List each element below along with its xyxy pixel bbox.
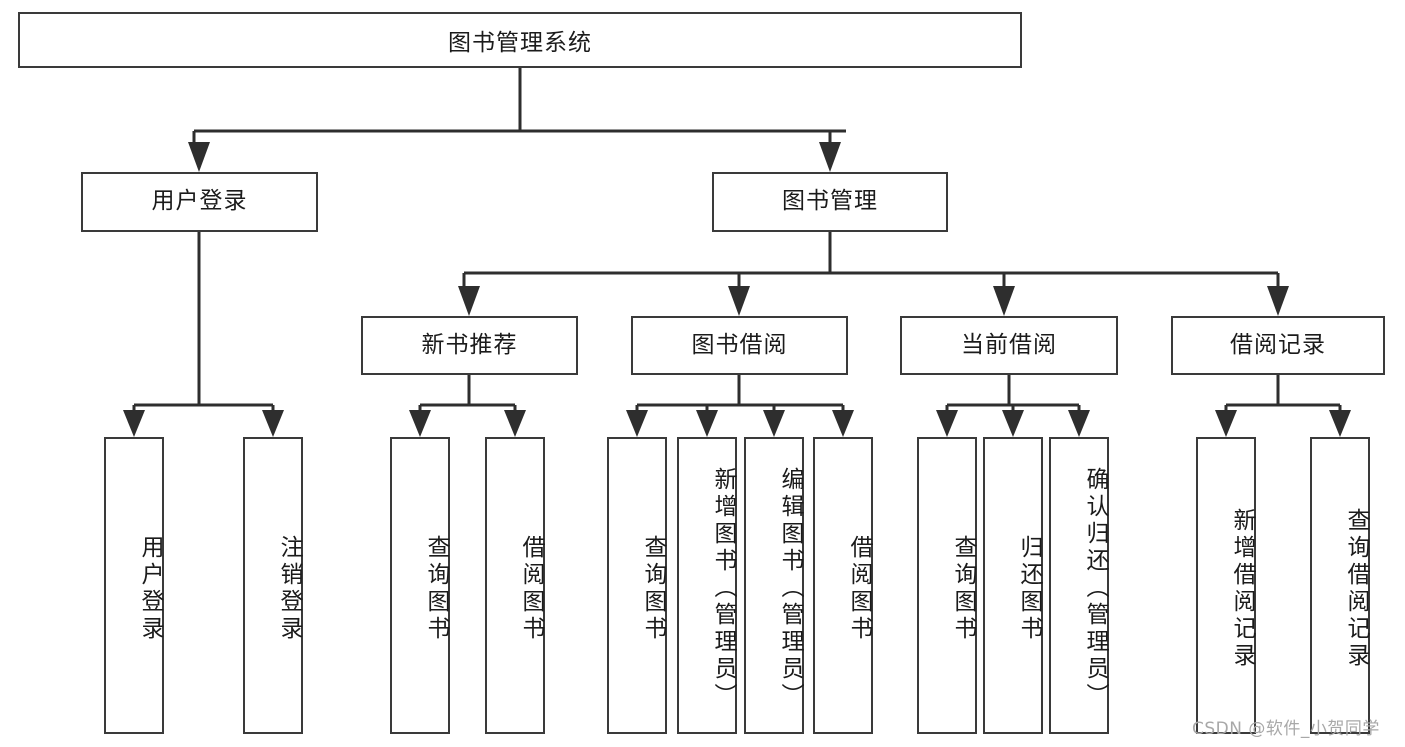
node-label: 借阅图书 <box>846 534 872 643</box>
node-label: 确认归还（管理员） <box>1082 467 1108 710</box>
leaf-book-borrow-add[interactable]: 新增图书（管理员） <box>677 437 737 734</box>
node-label: 查询图书 <box>423 534 449 643</box>
leaf-book-borrow-borrow[interactable]: 借阅图书 <box>813 437 873 734</box>
node-label: 归还图书 <box>1016 534 1042 643</box>
leaf-borrow-record-add[interactable]: 新增借阅记录 <box>1196 437 1256 734</box>
node-label: 当前借阅 <box>961 331 1057 358</box>
node-label: 借阅图书 <box>518 534 544 643</box>
node-label: 新增借阅记录 <box>1229 507 1255 670</box>
node-label: 图书管理系统 <box>448 30 592 56</box>
node-label: 注销登录 <box>276 534 302 643</box>
node-label: 图书借阅 <box>691 331 788 358</box>
node-user-login[interactable]: 用户登录 <box>81 172 318 232</box>
leaf-current-borrow-query[interactable]: 查询图书 <box>917 437 977 734</box>
node-label: 编辑图书（管理员） <box>777 467 803 710</box>
node-borrow-record[interactable]: 借阅记录 <box>1171 316 1385 375</box>
node-label: 用户登录 <box>137 534 163 643</box>
leaf-user-login-logout[interactable]: 注销登录 <box>243 437 303 734</box>
node-label: 查询图书 <box>640 534 666 643</box>
node-label: 查询图书 <box>950 534 976 643</box>
leaf-current-borrow-return[interactable]: 归还图书 <box>983 437 1043 734</box>
leaf-book-borrow-query[interactable]: 查询图书 <box>607 437 667 734</box>
node-label: 借阅记录 <box>1230 331 1326 358</box>
node-label: 查询借阅记录 <box>1343 507 1369 670</box>
node-book-borrow[interactable]: 图书借阅 <box>631 316 848 375</box>
node-current-borrow[interactable]: 当前借阅 <box>900 316 1118 375</box>
leaf-new-book-borrow[interactable]: 借阅图书 <box>485 437 545 734</box>
node-book-management[interactable]: 图书管理 <box>712 172 948 232</box>
node-label: 新增图书（管理员） <box>710 467 736 710</box>
leaf-current-borrow-confirm[interactable]: 确认归还（管理员） <box>1049 437 1109 734</box>
node-root-system[interactable]: 图书管理系统 <box>18 12 1022 68</box>
leaf-user-login-login[interactable]: 用户登录 <box>104 437 164 734</box>
leaf-borrow-record-query[interactable]: 查询借阅记录 <box>1310 437 1370 734</box>
node-new-book-recommend[interactable]: 新书推荐 <box>361 316 578 375</box>
node-label: 用户登录 <box>151 188 248 215</box>
node-label: 新书推荐 <box>421 331 518 358</box>
leaf-book-borrow-edit[interactable]: 编辑图书（管理员） <box>744 437 804 734</box>
leaf-new-book-query[interactable]: 查询图书 <box>390 437 450 734</box>
node-label: 图书管理 <box>782 188 878 215</box>
watermark: CSDN @软件_小贺同学 <box>1192 719 1380 739</box>
